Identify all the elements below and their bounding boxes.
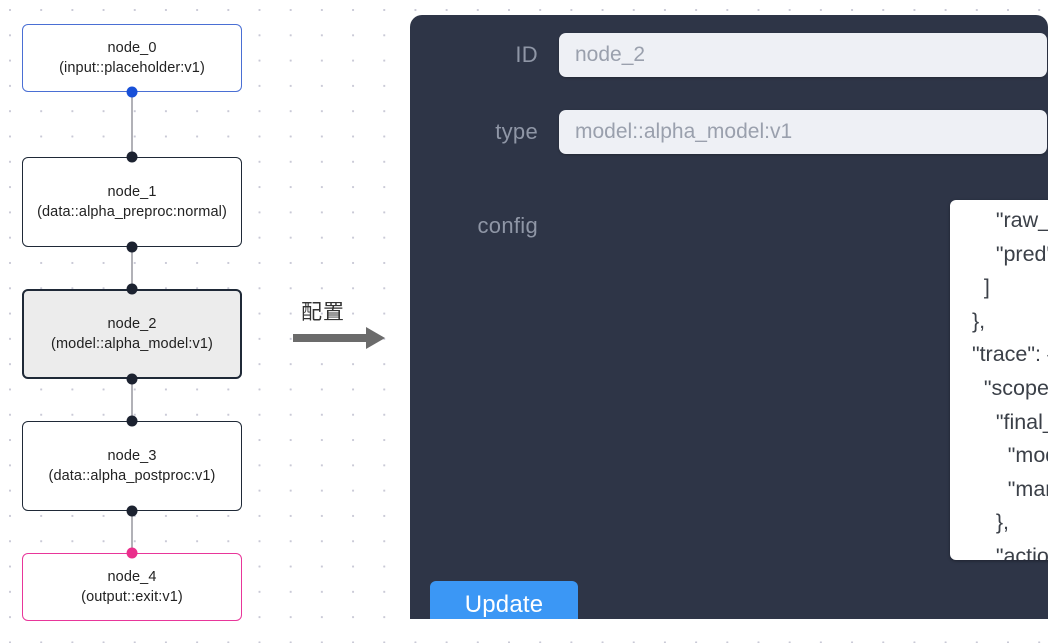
node-handle-node_3-source[interactable] [126, 505, 138, 517]
transition-label: 配置 [301, 300, 345, 324]
graph-node-node_2[interactable]: node_2 (model::alpha_model:v1) [22, 289, 242, 379]
config-field-label: config [477, 213, 538, 238]
node-handle-node_2-target[interactable] [126, 283, 138, 295]
type-field-row: type [430, 110, 1047, 154]
graph-node-label: node_3 (data::alpha_postproc:v1) [48, 447, 216, 485]
edge-node0-node1[interactable] [131, 92, 133, 157]
graph-node-label: node_4 (output::exit:v1) [81, 568, 183, 606]
type-field-label: type [495, 119, 538, 144]
config-textarea-wrapper [950, 200, 1048, 560]
node-inspector-panel: ID type config Update [410, 15, 1048, 619]
config-field-row: config [430, 185, 538, 239]
edge-node2-node3[interactable] [131, 379, 133, 421]
arrow-shaft-icon [293, 334, 367, 342]
graph-node-label: node_1 (data::alpha_preproc:normal) [37, 183, 227, 221]
graph-node-label: node_0 (input::placeholder:v1) [59, 39, 205, 77]
id-input[interactable] [559, 33, 1047, 77]
transition-arrow-group: 配置 [293, 296, 398, 358]
node-handle-node_1-target[interactable] [126, 151, 138, 163]
id-field-label: ID [515, 42, 538, 67]
edge-node1-node2[interactable] [131, 247, 133, 289]
arrow-head-icon [366, 327, 385, 349]
node-handle-node_1-source[interactable] [126, 241, 138, 253]
graph-node-node_4[interactable]: node_4 (output::exit:v1) [22, 553, 242, 621]
node-handle-node_4-target[interactable] [126, 547, 138, 559]
config-textarea[interactable] [950, 200, 1048, 560]
id-field-row: ID [430, 33, 1047, 77]
node-handle-node_3-target[interactable] [126, 415, 138, 427]
type-input[interactable] [559, 110, 1047, 154]
graph-node-node_0[interactable]: node_0 (input::placeholder:v1) [22, 24, 242, 92]
edge-node3-node4[interactable] [131, 511, 133, 553]
update-button[interactable]: Update [430, 581, 578, 619]
node-handle-node_0-source[interactable] [126, 86, 138, 98]
graph-node-node_1[interactable]: node_1 (data::alpha_preproc:normal) [22, 157, 242, 247]
graph-node-node_3[interactable]: node_3 (data::alpha_postproc:v1) [22, 421, 242, 511]
graph-node-label: node_2 (model::alpha_model:v1) [51, 315, 213, 353]
node-handle-node_2-source[interactable] [126, 373, 138, 385]
